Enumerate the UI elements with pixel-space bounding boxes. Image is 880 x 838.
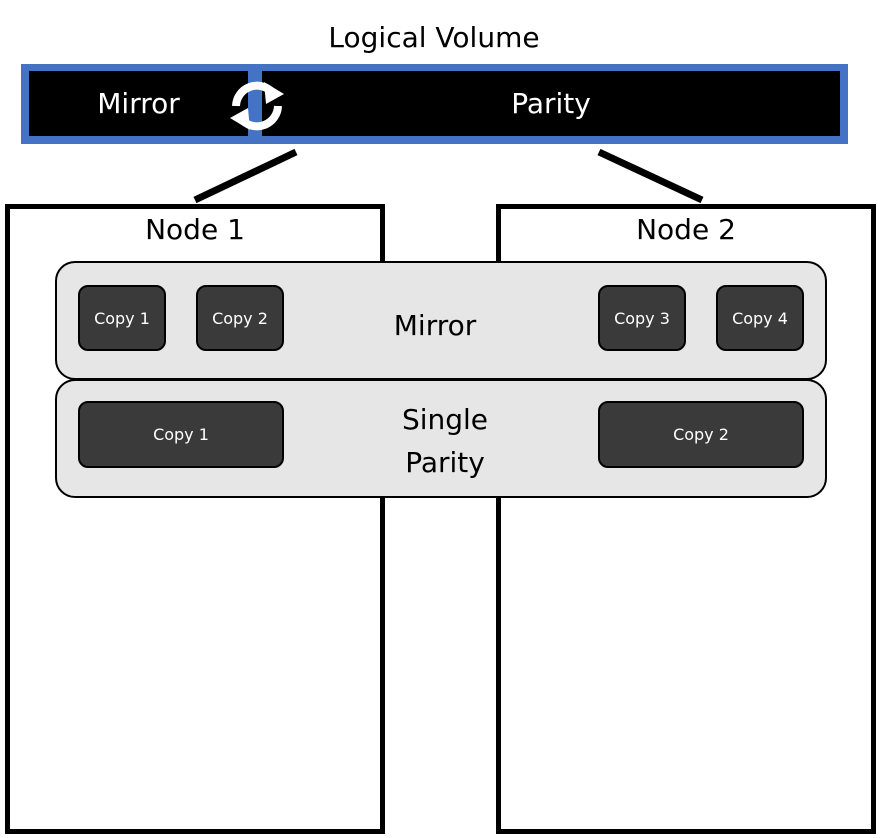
mirror-copy-2: Copy 2 [196,285,284,351]
mirror-copy-3: Copy 3 [598,285,686,351]
mirror-tier [55,261,827,380]
mirror-tier-label: Mirror [393,309,477,342]
parity-tier-label-line1: Single [401,403,489,436]
parity-tier-label: Single Parity [345,398,545,484]
mirror-copy-1: Copy 1 [78,285,166,351]
node-2-label: Node 2 [636,213,736,246]
parity-tier-label-line2: Parity [405,446,485,479]
volume-parity-segment: Parity [262,71,840,136]
connector-node1 [193,148,298,204]
sync-arrows-icon [230,81,284,131]
mirror-copy-4: Copy 4 [716,285,804,351]
parity-copy-2: Copy 2 [598,401,804,468]
parity-copy-1: Copy 1 [78,401,284,468]
connector-node2 [597,148,704,204]
node-1-label: Node 1 [145,213,245,246]
diagram-title: Logical Volume [328,21,540,54]
volume-mirror-segment: Mirror [29,71,248,136]
